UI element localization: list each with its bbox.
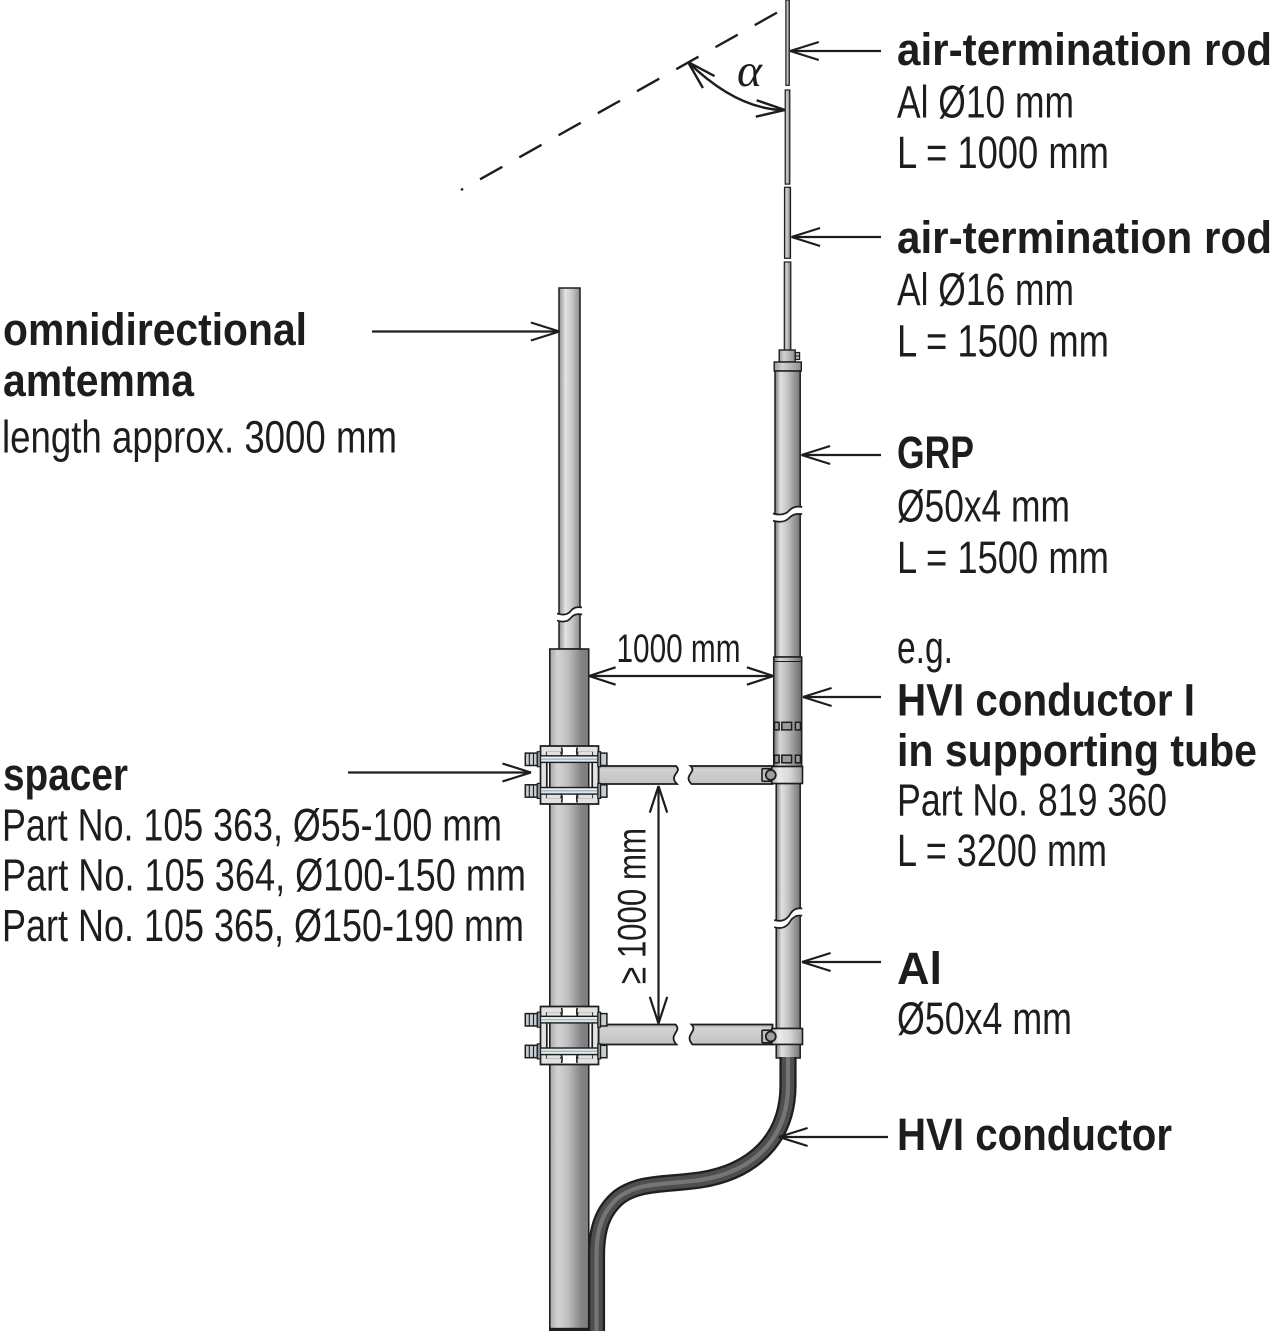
svg-text:amtemma: amtemma (3, 355, 195, 406)
svg-text:≥ 1000 mm: ≥ 1000 mm (611, 828, 655, 984)
svg-text:length approx. 3000 mm: length approx. 3000 mm (2, 412, 397, 463)
svg-text:L = 1500 mm: L = 1500 mm (897, 316, 1109, 367)
svg-text:1000 mm: 1000 mm (617, 627, 741, 671)
svg-text:omnidirectional: omnidirectional (3, 304, 307, 355)
svg-text:L = 3200 mm: L = 3200 mm (897, 825, 1107, 876)
svg-text:Part No. 105 364, Ø100-150 mm: Part No. 105 364, Ø100-150 mm (2, 850, 526, 901)
svg-text:α: α (737, 45, 763, 97)
svg-text:Al Ø10 mm: Al Ø10 mm (897, 77, 1074, 128)
svg-text:HVI conductor I: HVI conductor I (897, 675, 1195, 726)
svg-text:Part No. 819 360: Part No. 819 360 (897, 775, 1167, 826)
svg-text:Part No. 105 363, Ø55-100 mm: Part No. 105 363, Ø55-100 mm (2, 800, 502, 851)
svg-text:L = 1000 mm: L = 1000 mm (897, 127, 1109, 178)
svg-text:GRP: GRP (897, 427, 974, 478)
svg-text:air-termination rod: air-termination rod (897, 212, 1272, 263)
svg-text:Al: Al (897, 943, 942, 994)
svg-text:in supporting tube: in supporting tube (897, 725, 1257, 776)
svg-text:Ø50x4 mm: Ø50x4 mm (897, 993, 1072, 1044)
svg-text:Part No. 105 365, Ø150-190 mm: Part No. 105 365, Ø150-190 mm (2, 900, 524, 951)
svg-text:L = 1500 mm: L = 1500 mm (897, 532, 1109, 583)
svg-text:Al Ø16 mm: Al Ø16 mm (897, 264, 1074, 315)
svg-text:HVI conductor: HVI conductor (897, 1109, 1172, 1160)
svg-text:spacer: spacer (3, 749, 128, 800)
svg-text:e.g.: e.g. (897, 622, 953, 673)
svg-text:air-termination rod: air-termination rod (897, 24, 1272, 75)
svg-text:Ø50x4 mm: Ø50x4 mm (897, 481, 1070, 532)
